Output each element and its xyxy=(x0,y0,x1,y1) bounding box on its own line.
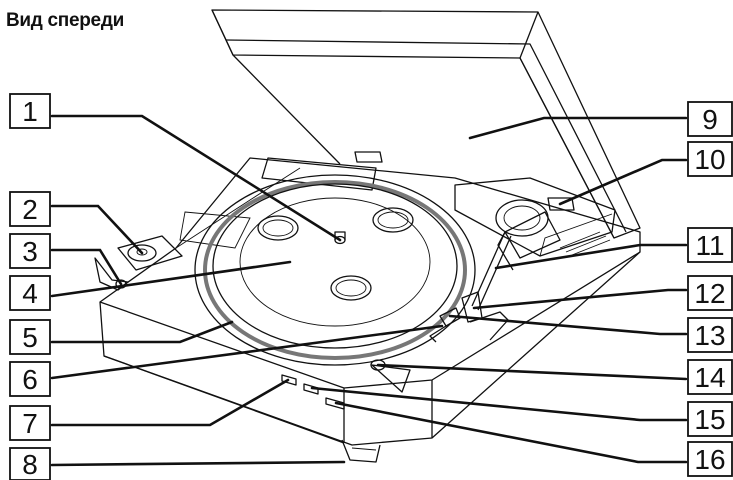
callout-box xyxy=(687,401,733,437)
callout-number: 16 xyxy=(694,444,725,475)
callout-7: 7 xyxy=(9,378,290,441)
leader-line-arm-rest xyxy=(472,288,688,310)
callout-number: 9 xyxy=(702,104,718,135)
callout-14: 14 xyxy=(376,359,733,395)
callout-3: 3 xyxy=(9,233,123,286)
callout-15: 15 xyxy=(310,386,733,437)
callout-2: 2 xyxy=(9,191,144,255)
diagram-title: Вид спереди xyxy=(6,10,124,31)
leader-line-front-button-1 xyxy=(50,378,290,427)
callout-number: 7 xyxy=(22,408,38,439)
callout-11: 11 xyxy=(494,227,733,270)
callout-12: 12 xyxy=(472,275,733,311)
leader-line-tonearm xyxy=(494,243,688,270)
turntable-base xyxy=(99,157,641,446)
dust-cover xyxy=(211,9,641,239)
callout-number: 12 xyxy=(694,278,725,309)
front-buttons xyxy=(281,374,345,410)
callout-number: 1 xyxy=(22,96,38,127)
callout-box xyxy=(9,447,51,480)
foot xyxy=(341,439,381,463)
callout-6: 6 xyxy=(9,324,444,397)
leader-line-selector-knob xyxy=(376,363,688,381)
callout-10: 10 xyxy=(558,141,733,206)
callout-box xyxy=(687,227,733,263)
leader-line-cue-lever xyxy=(448,314,688,336)
callout-number: 13 xyxy=(694,320,725,351)
callout-box xyxy=(9,405,51,441)
callout-4: 4 xyxy=(9,260,292,311)
callout-number: 8 xyxy=(22,449,38,480)
callout-box xyxy=(9,319,51,355)
callout-box xyxy=(9,191,51,227)
callout-5: 5 xyxy=(9,319,234,355)
leader-line-lift-lever xyxy=(50,324,444,380)
callout-number: 14 xyxy=(694,362,725,393)
callout-13: 13 xyxy=(448,314,733,353)
callout-box xyxy=(9,93,51,129)
leader-line-adapter xyxy=(50,204,144,255)
callout-box xyxy=(687,359,733,395)
adapter xyxy=(117,235,183,271)
callout-number: 11 xyxy=(695,230,724,261)
callout-box xyxy=(9,275,51,311)
leader-line-platter-rim xyxy=(50,320,234,344)
callout-number: 10 xyxy=(694,144,725,175)
callout-8: 8 xyxy=(9,447,346,480)
callout-box xyxy=(687,275,733,311)
callout-number: 6 xyxy=(22,364,38,395)
leader-line-front-button-3 xyxy=(334,401,688,464)
leader-line-left-switch xyxy=(50,248,123,286)
callout-1: 1 xyxy=(9,93,342,242)
leader-line-dust-cover xyxy=(468,116,688,140)
callout-number: 2 xyxy=(22,194,38,225)
callout-9: 9 xyxy=(468,101,733,140)
tonearm xyxy=(454,177,616,311)
leader-line-front-button-2 xyxy=(310,386,688,422)
platter xyxy=(194,174,476,366)
callout-16: 16 xyxy=(334,401,733,477)
leader-line-hinge xyxy=(558,158,688,206)
callout-number: 4 xyxy=(22,278,38,309)
leader-line-foot xyxy=(50,460,346,467)
leader-line-spindle xyxy=(50,114,342,242)
callout-box xyxy=(687,441,733,477)
callout-number: 15 xyxy=(694,404,725,435)
callout-box xyxy=(9,233,51,269)
callout-number: 5 xyxy=(22,322,38,353)
callout-box xyxy=(9,361,51,397)
callout-box xyxy=(687,317,733,353)
callout-number: 3 xyxy=(22,236,38,267)
callout-box xyxy=(687,141,733,177)
leader-line-platter xyxy=(50,260,292,298)
callout-box xyxy=(687,101,733,137)
